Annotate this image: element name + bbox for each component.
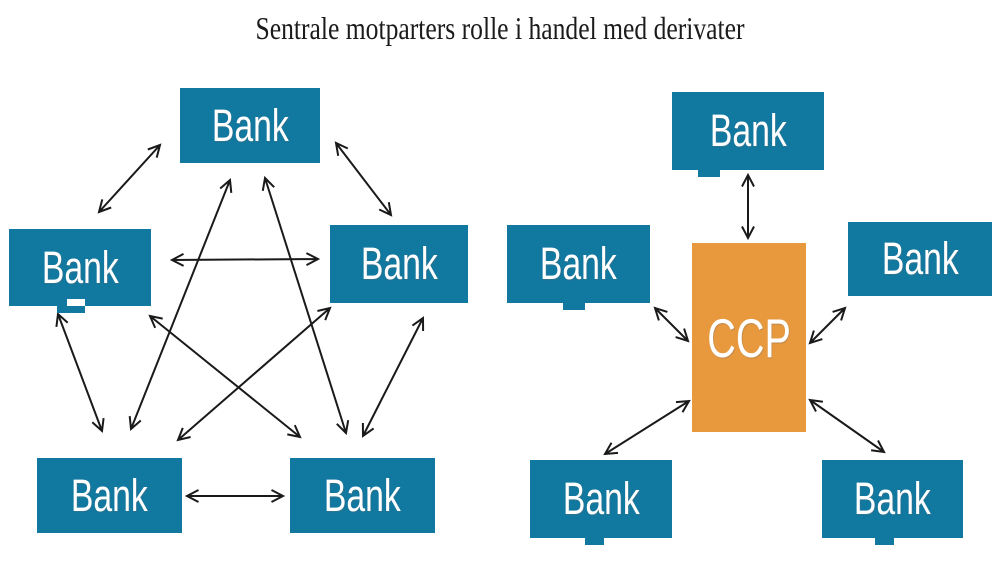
bank-label: Bank <box>41 241 119 293</box>
connection-arrow <box>97 143 162 214</box>
connection-arrow <box>653 306 690 343</box>
connection-arrow <box>808 398 886 454</box>
ccp-bank-right: Bank <box>848 222 992 296</box>
bank-label: Bank <box>211 99 289 151</box>
bank-label: Bank <box>360 238 438 289</box>
ccp-bank-bottom-right: Bank <box>822 460 963 545</box>
box-edge-gap-artifact <box>67 299 85 306</box>
bank-label: Bank <box>881 233 959 284</box>
bilateral-bank-bottom-right: Bank <box>290 458 435 533</box>
box-edge-tab-artifact <box>585 538 604 545</box>
connection-arrow <box>128 177 233 432</box>
connection-arrow <box>603 399 691 456</box>
box-edge-tab-artifact <box>57 306 85 313</box>
connection-arrow <box>261 175 350 436</box>
connection-arrow <box>148 314 302 439</box>
bilateral-bank-top: Bank <box>180 88 320 163</box>
box-edge-tab-artifact <box>875 538 894 545</box>
bank-label: Bank <box>709 105 787 156</box>
connection-arrow <box>808 306 847 345</box>
connection-arrow <box>334 141 393 217</box>
bank-label: Bank <box>71 469 148 521</box>
connection-arrow <box>741 172 755 241</box>
ccp-bank-top: Bank <box>672 92 824 177</box>
connection-arrow <box>176 306 332 442</box>
bilateral-bank-left: Bank <box>9 229 151 313</box>
diagram-title: Sentrale motparters rolle i handel med d… <box>255 10 745 46</box>
bilateral-bank-right: Bank <box>330 225 468 303</box>
bank-label: Bank <box>562 473 640 524</box>
connection-arrow <box>184 489 286 503</box>
connection-arrow <box>361 316 425 438</box>
box-edge-tab-artifact <box>563 303 585 310</box>
bank-label: Bank <box>854 473 931 524</box>
connection-arrow <box>55 311 105 434</box>
box-edge-tab-artifact <box>698 170 720 177</box>
ccp-box: CCP <box>692 243 806 432</box>
bank-label: Bank <box>540 238 617 289</box>
bilateral-bank-bottom-left: Bank <box>37 458 182 533</box>
bank-label: Bank <box>324 469 401 521</box>
ccp-label: CCP <box>707 306 791 369</box>
bilateral-network-edges <box>55 141 425 503</box>
connection-arrow <box>169 252 321 267</box>
ccp-bank-bottom-left: Bank <box>530 460 672 545</box>
ccp-network-edges <box>603 172 886 456</box>
ccp-bank-left: Bank <box>507 225 650 310</box>
